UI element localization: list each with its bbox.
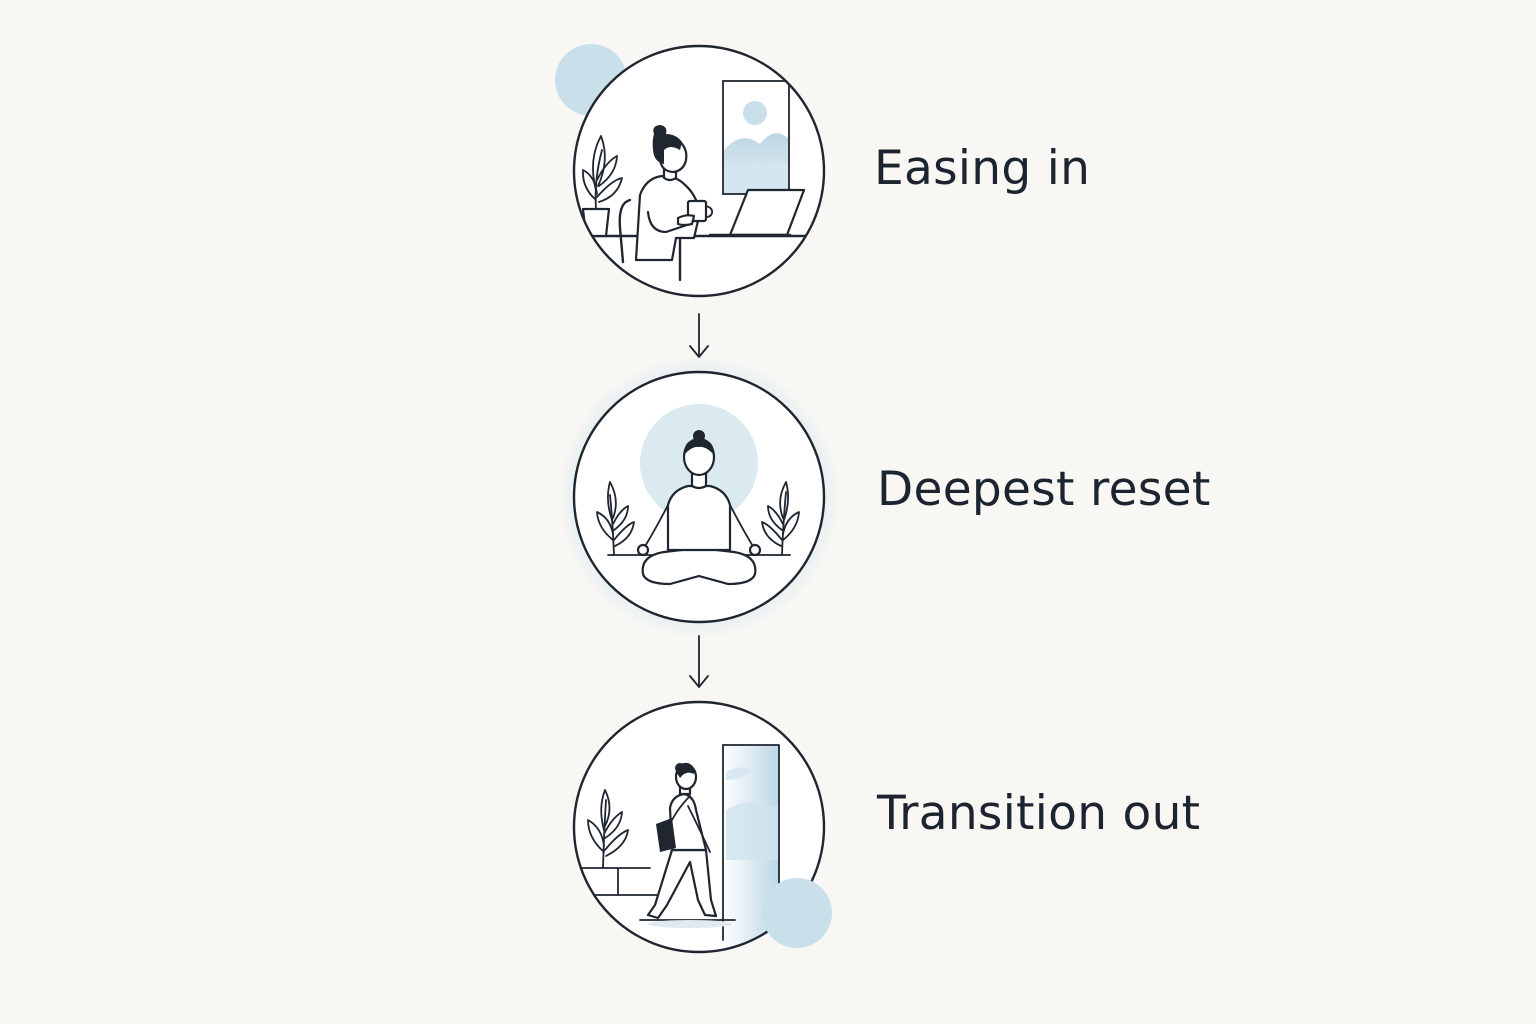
transition-out-scene — [579, 744, 780, 950]
person-working-figure — [634, 125, 714, 262]
person-meditating-figure — [636, 430, 762, 586]
deepest-reset-scene — [596, 404, 800, 586]
plant-icon — [581, 135, 623, 238]
easing-in-scene — [581, 80, 808, 282]
accent-dot-icon — [762, 878, 832, 948]
stage-label-transition-out: Transition out — [877, 786, 1201, 841]
down-arrow-icon — [689, 313, 709, 358]
plant-icon — [761, 481, 800, 556]
plant-icon — [587, 789, 629, 869]
laptop-icon — [708, 188, 806, 237]
stage-circle-easing-in — [555, 44, 826, 298]
bag-icon — [656, 818, 676, 852]
person-walking-figure — [646, 762, 718, 920]
window-icon — [722, 80, 790, 195]
stage-circle-deepest-reset — [557, 355, 841, 639]
stage-circle-transition-out — [572, 700, 832, 954]
plant-icon — [596, 481, 635, 556]
down-arrow-icon — [689, 635, 709, 688]
doorway-icon — [722, 744, 780, 950]
stage-label-easing-in: Easing in — [874, 141, 1091, 196]
stage-label-deepest-reset: Deepest reset — [877, 462, 1211, 517]
